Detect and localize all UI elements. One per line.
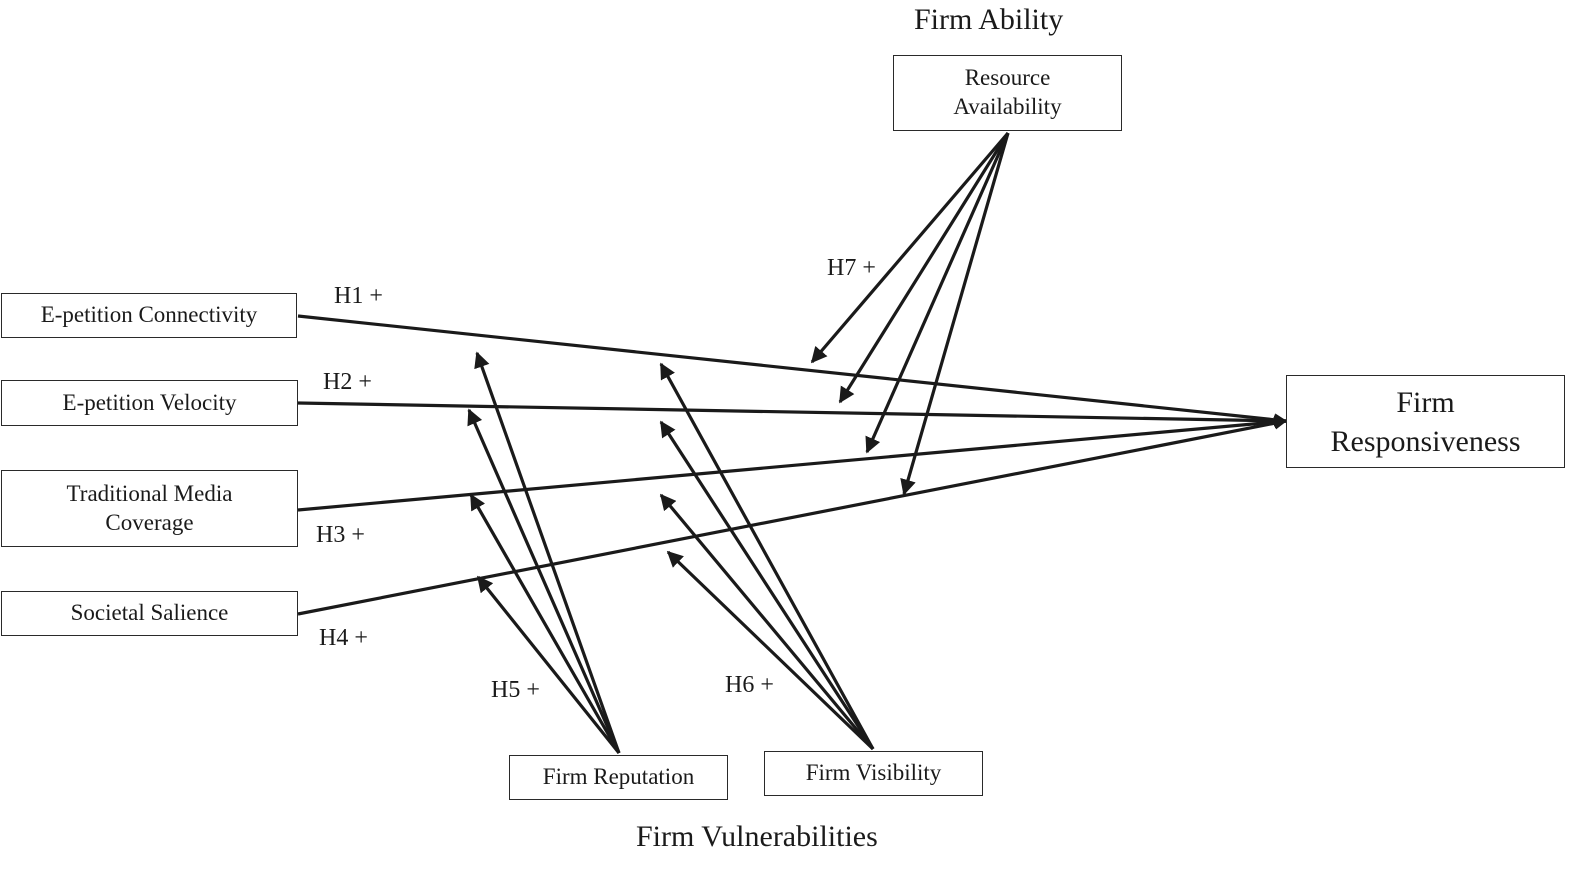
arrow-h7-resource-to-h4 [900, 132, 1010, 496]
hypothesis-label-h4: H4 + [319, 625, 368, 651]
arrow-h7-resource-to-h2 [838, 132, 1010, 404]
node-e-petition-connectivity: E-petition Connectivity [1, 293, 297, 338]
node-resource-availability-line1: Resource [964, 65, 1051, 91]
hypothesis-label-h6: H6 + [725, 672, 774, 698]
group-label-firm-vulnerabilities: Firm Vulnerabilities [636, 820, 878, 853]
hypothesis-label-h7: H7 + [825, 255, 878, 282]
node-e-petition-connectivity-label: E-petition Connectivity [40, 302, 258, 328]
node-societal-salience: Societal Salience [1, 591, 298, 636]
node-firm-visibility: Firm Visibility [764, 751, 983, 796]
node-firm-visibility-label: Firm Visibility [805, 760, 942, 786]
node-firm-reputation-label: Firm Reputation [542, 764, 695, 790]
arrow-h2-velocity-to-responsiveness [297, 401, 1288, 428]
node-societal-salience-label: Societal Salience [70, 600, 229, 626]
node-firm-responsiveness-line1: Firm [1396, 385, 1455, 419]
node-firm-responsiveness: Firm Responsiveness [1286, 375, 1565, 468]
arrow-h5-reputation-to-h3 [469, 493, 621, 754]
node-e-petition-velocity-label: E-petition Velocity [62, 389, 237, 415]
hypothesis-label-h1: H1 + [334, 283, 383, 309]
arrow-h6-visibility-to-h2 [659, 420, 875, 750]
node-e-petition-velocity: E-petition Velocity [1, 380, 298, 426]
arrow-h6-visibility-to-h3 [659, 493, 875, 751]
node-traditional-media-line1: Traditional Media [66, 480, 233, 506]
hypothesis-label-h2: H2 + [323, 369, 372, 395]
arrow-h5-reputation-to-h2 [467, 408, 621, 754]
arrow-h4-salience-to-responsiveness [297, 416, 1288, 616]
node-firm-reputation: Firm Reputation [509, 755, 728, 800]
node-firm-responsiveness-line2: Responsiveness [1330, 424, 1521, 458]
node-traditional-media-coverage: Traditional Media Coverage [1, 470, 298, 547]
node-resource-availability: Resource Availability [893, 55, 1122, 131]
arrow-h7-resource-to-h3 [865, 132, 1010, 454]
arrow-h3-media-to-responsiveness [297, 415, 1288, 512]
arrow-h6-visibility-to-h1 [659, 362, 875, 750]
group-label-firm-ability: Firm Ability [914, 3, 1064, 36]
node-traditional-media-line2: Coverage [105, 509, 194, 535]
arrow-h7-resource-to-h1 [810, 131, 1010, 364]
arrow-h1-connectivity-to-responsiveness [297, 314, 1288, 427]
hypothesis-label-h5: H5 + [491, 677, 540, 703]
node-resource-availability-line2: Availability [953, 94, 1062, 119]
hypothesis-label-h3: H3 + [316, 522, 365, 548]
arrow-h5-reputation-to-h1 [474, 351, 621, 754]
arrow-h6-visibility-to-h4 [666, 550, 875, 751]
arrow-h5-reputation-to-h4 [476, 575, 621, 755]
